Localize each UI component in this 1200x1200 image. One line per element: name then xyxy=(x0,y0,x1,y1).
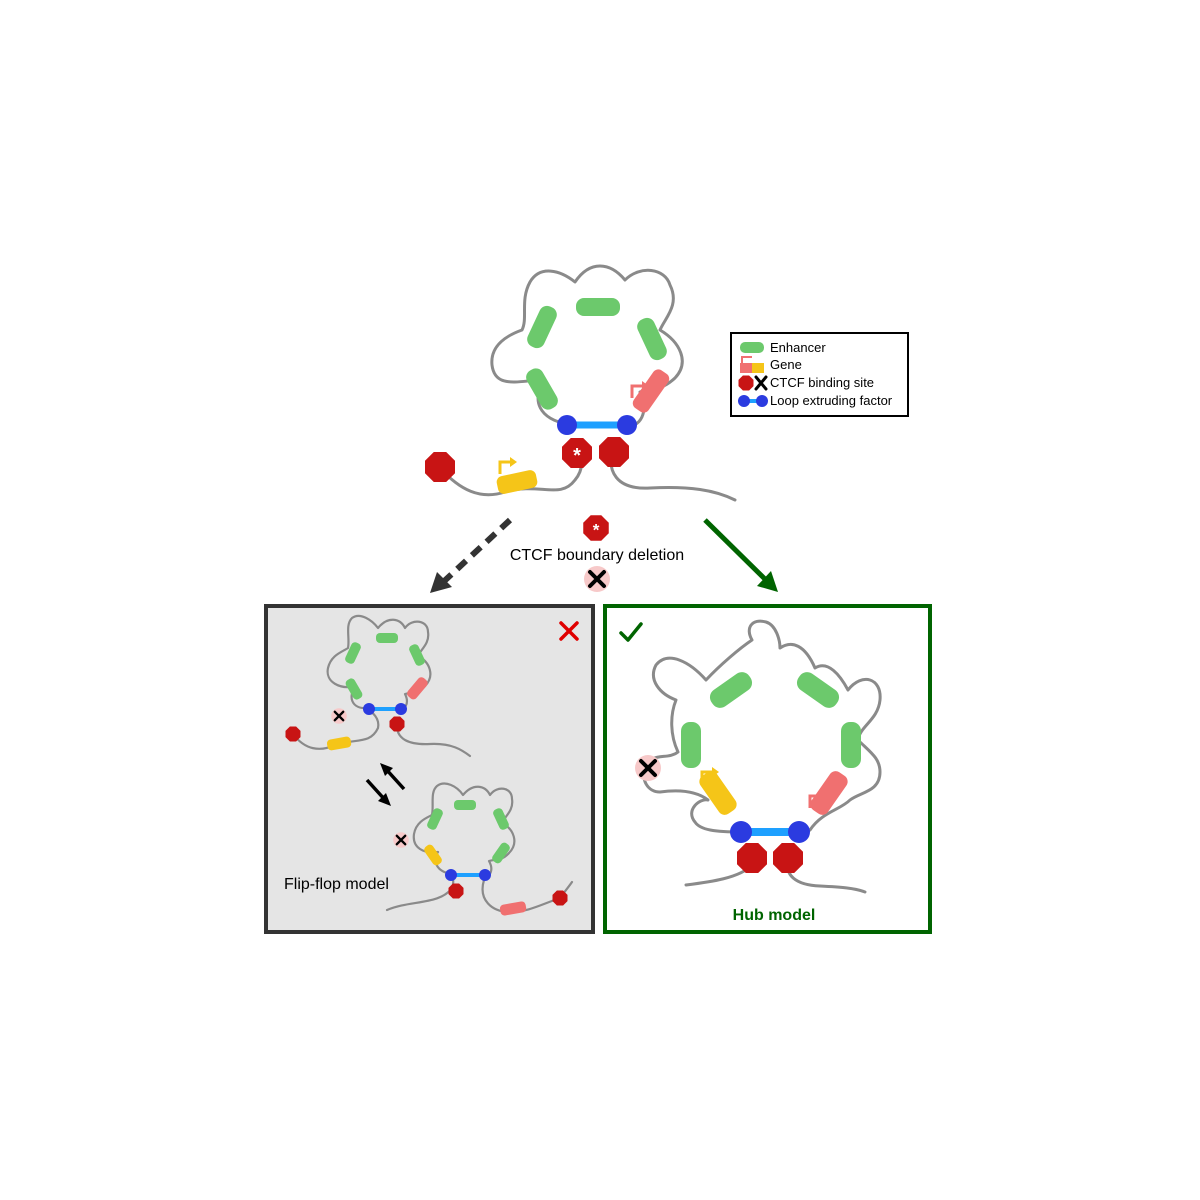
flipflop-b-extruder-left xyxy=(445,869,457,881)
top-gene-yellow xyxy=(496,470,538,494)
equilibrium-arrowhead-down xyxy=(378,793,391,806)
top-dna-right-tail xyxy=(609,450,737,502)
top-dna-loop xyxy=(490,264,684,428)
legend-gene-arrow-icon xyxy=(741,356,752,363)
flipflop-b-ctcf-right xyxy=(552,890,568,906)
top-enhancer-2 xyxy=(527,305,557,349)
flipflop-a-extruder-left xyxy=(363,703,375,715)
flipflop-b-extruder-right xyxy=(479,869,491,881)
flipflop-a-enhancer-3 xyxy=(409,644,425,666)
deletion-x-icon xyxy=(582,564,612,594)
legend-ctcf-label: CTCF binding site xyxy=(770,375,874,390)
legend-enhancer-label: Enhancer xyxy=(770,340,826,355)
flipflop-b-ctcf-left xyxy=(448,883,464,899)
flipflop-panel: Flip-flop model xyxy=(264,604,595,934)
solid-arrow-to-hub xyxy=(703,518,770,584)
solid-arrowhead xyxy=(757,571,778,592)
top-ctcf-starred xyxy=(562,438,592,468)
legend-loop-label: Loop extruding factor xyxy=(770,393,893,408)
flipflop-b-enhancer-1 xyxy=(454,800,476,810)
flipflop-a-enhancer-1 xyxy=(376,633,398,643)
flipflop-a-ctcf-left xyxy=(285,726,301,742)
top-ctcf-far-left xyxy=(425,452,455,482)
deletion-label: CTCF boundary deletion xyxy=(510,547,684,564)
top-enhancer-3 xyxy=(637,317,667,361)
legend-ctcf-icon xyxy=(738,375,754,391)
legend-gene-swatch-red xyxy=(740,363,752,373)
top-extruder-ball-left xyxy=(557,415,577,435)
flipflop-a-gene-red xyxy=(407,677,428,700)
legend-enhancer-swatch xyxy=(740,342,764,353)
flipflop-b-loop xyxy=(412,782,516,877)
legend-extruder-ball-right xyxy=(756,395,768,407)
hub-enhancer-3 xyxy=(681,722,701,768)
flipflop-b-enhancer-3 xyxy=(493,808,509,830)
dashed-arrow-to-flipflop xyxy=(437,517,513,588)
hub-panel: Hub model xyxy=(603,604,932,934)
flipflop-label: Flip-flop model xyxy=(284,876,389,893)
flipflop-a-ctcf-right xyxy=(389,716,405,732)
flipflop-b-gene-red xyxy=(499,901,527,916)
flipflop-state-a xyxy=(285,614,472,758)
top-enhancer-4 xyxy=(526,368,558,410)
top-ctcf-right xyxy=(599,437,629,467)
hub-extruder-right xyxy=(788,821,810,843)
flipflop-a-left-tail xyxy=(291,708,380,750)
green-check-icon xyxy=(619,622,643,642)
top-chromatin-loop xyxy=(425,264,737,502)
top-enhancer-1 xyxy=(576,298,620,316)
deletion-annotation: CTCF boundary deletion xyxy=(510,515,684,594)
hub-gene-yellow xyxy=(699,771,737,815)
flipflop-b-enhancer-2 xyxy=(427,808,443,830)
flipflop-state-b xyxy=(385,782,574,916)
hub-enhancer-4 xyxy=(841,722,861,768)
hub-gene-red xyxy=(810,771,848,815)
flipflop-b-deleted-ctcf xyxy=(392,831,410,849)
flipflop-a-enhancer-2 xyxy=(345,642,361,664)
flipflop-panel-box xyxy=(264,604,595,934)
equilibrium-arrowhead-up xyxy=(380,763,393,776)
flipflop-a-deleted-ctcf xyxy=(330,707,348,725)
hub-ctcf-left xyxy=(737,843,767,873)
legend-gene-label: Gene xyxy=(770,357,802,372)
hub-enhancer-2 xyxy=(796,672,840,708)
legend-extruder-ball-left xyxy=(738,395,750,407)
flipflop-a-right-tail xyxy=(395,720,472,758)
top-extruder-ball-right xyxy=(617,415,637,435)
flipflop-b-gene-yellow xyxy=(424,844,442,866)
dashed-arrowhead xyxy=(430,572,452,593)
top-gene-yellow-arrow xyxy=(498,455,519,476)
hub-extruder-left xyxy=(730,821,752,843)
top-gene-red xyxy=(632,369,670,413)
flipflop-b-enhancer-4 xyxy=(492,842,510,864)
flipflop-a-gene-yellow xyxy=(326,736,352,751)
legend: Enhancer Gene CTCF binding site Loop ext… xyxy=(730,332,909,417)
flipflop-a-enhancer-4 xyxy=(345,678,363,700)
hub-ctcf-right xyxy=(773,843,803,873)
deletion-starred-ctcf-icon xyxy=(583,515,609,541)
hub-enhancer-1 xyxy=(709,672,753,708)
legend-ctcf-x-icon xyxy=(754,375,768,391)
red-cross-icon xyxy=(559,621,579,641)
hub-deleted-ctcf xyxy=(633,753,663,783)
flipflop-a-extruder-right xyxy=(395,703,407,715)
legend-gene-swatch-yellow xyxy=(752,363,764,373)
hub-label: Hub model xyxy=(733,907,816,924)
